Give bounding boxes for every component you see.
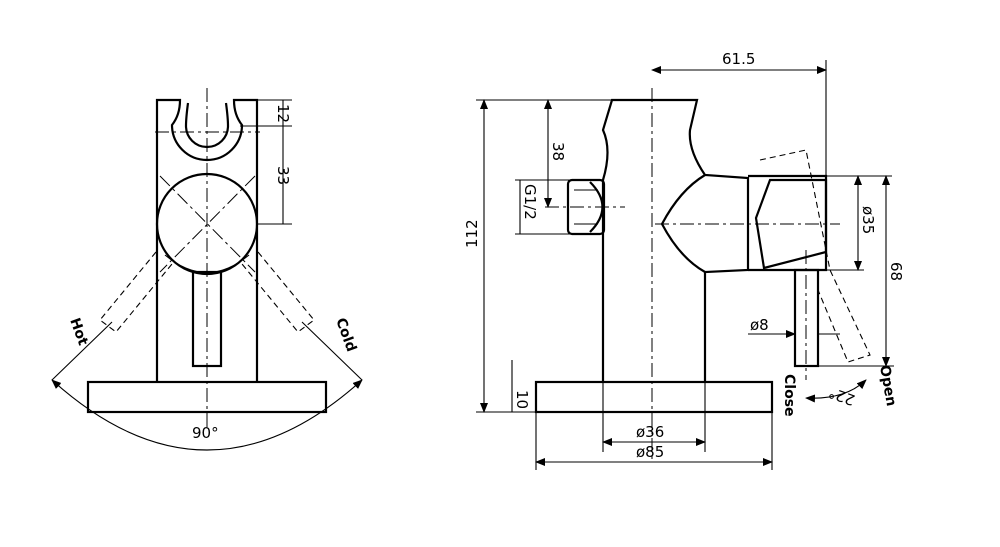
dim-36-label: ø36 <box>636 423 664 441</box>
cold-label: Cold <box>332 316 359 354</box>
front-dim-12: 12 <box>274 104 292 123</box>
dim-10-label: 10 <box>513 390 531 409</box>
hot-label: Hot <box>66 316 91 348</box>
side-body-outline <box>601 98 750 382</box>
front-angle-ext-left <box>51 321 113 381</box>
side-base-plate <box>534 380 774 414</box>
dim-g12-label: G1/2 <box>521 184 539 220</box>
front-angle-ext-right <box>301 321 363 381</box>
dim-85-label: ø85 <box>636 443 664 461</box>
side-view: 61.5 112 38 G1/2 10 ø35 68 ø8 <box>463 50 905 470</box>
open-label: Open <box>876 364 899 408</box>
side-lever-open <box>759 149 871 363</box>
cold-lever-position <box>241 251 315 333</box>
dim-38-label: 38 <box>549 142 567 161</box>
side-angle-arc <box>805 379 867 403</box>
dim-8-label: ø8 <box>750 316 769 334</box>
hot-lever-position <box>99 251 173 333</box>
front-angle-label: 90° <box>192 424 219 442</box>
front-disk-cross-b <box>159 175 256 273</box>
dim-68-label: 68 <box>887 262 905 281</box>
front-dim-33: 33 <box>274 166 292 185</box>
side-valve-inner <box>754 178 828 270</box>
dim-35-label: ø35 <box>859 206 877 234</box>
dim-112-label: 112 <box>463 219 481 248</box>
side-angle-label: 22° <box>826 383 857 409</box>
dim-615-label: 61.5 <box>722 50 755 68</box>
front-body-outline <box>155 98 259 382</box>
close-label: Close <box>781 374 797 417</box>
front-angle-arc <box>51 379 363 451</box>
front-view: 90° Hot Cold 12 33 <box>51 88 363 451</box>
front-disk-cross-a <box>159 175 256 273</box>
